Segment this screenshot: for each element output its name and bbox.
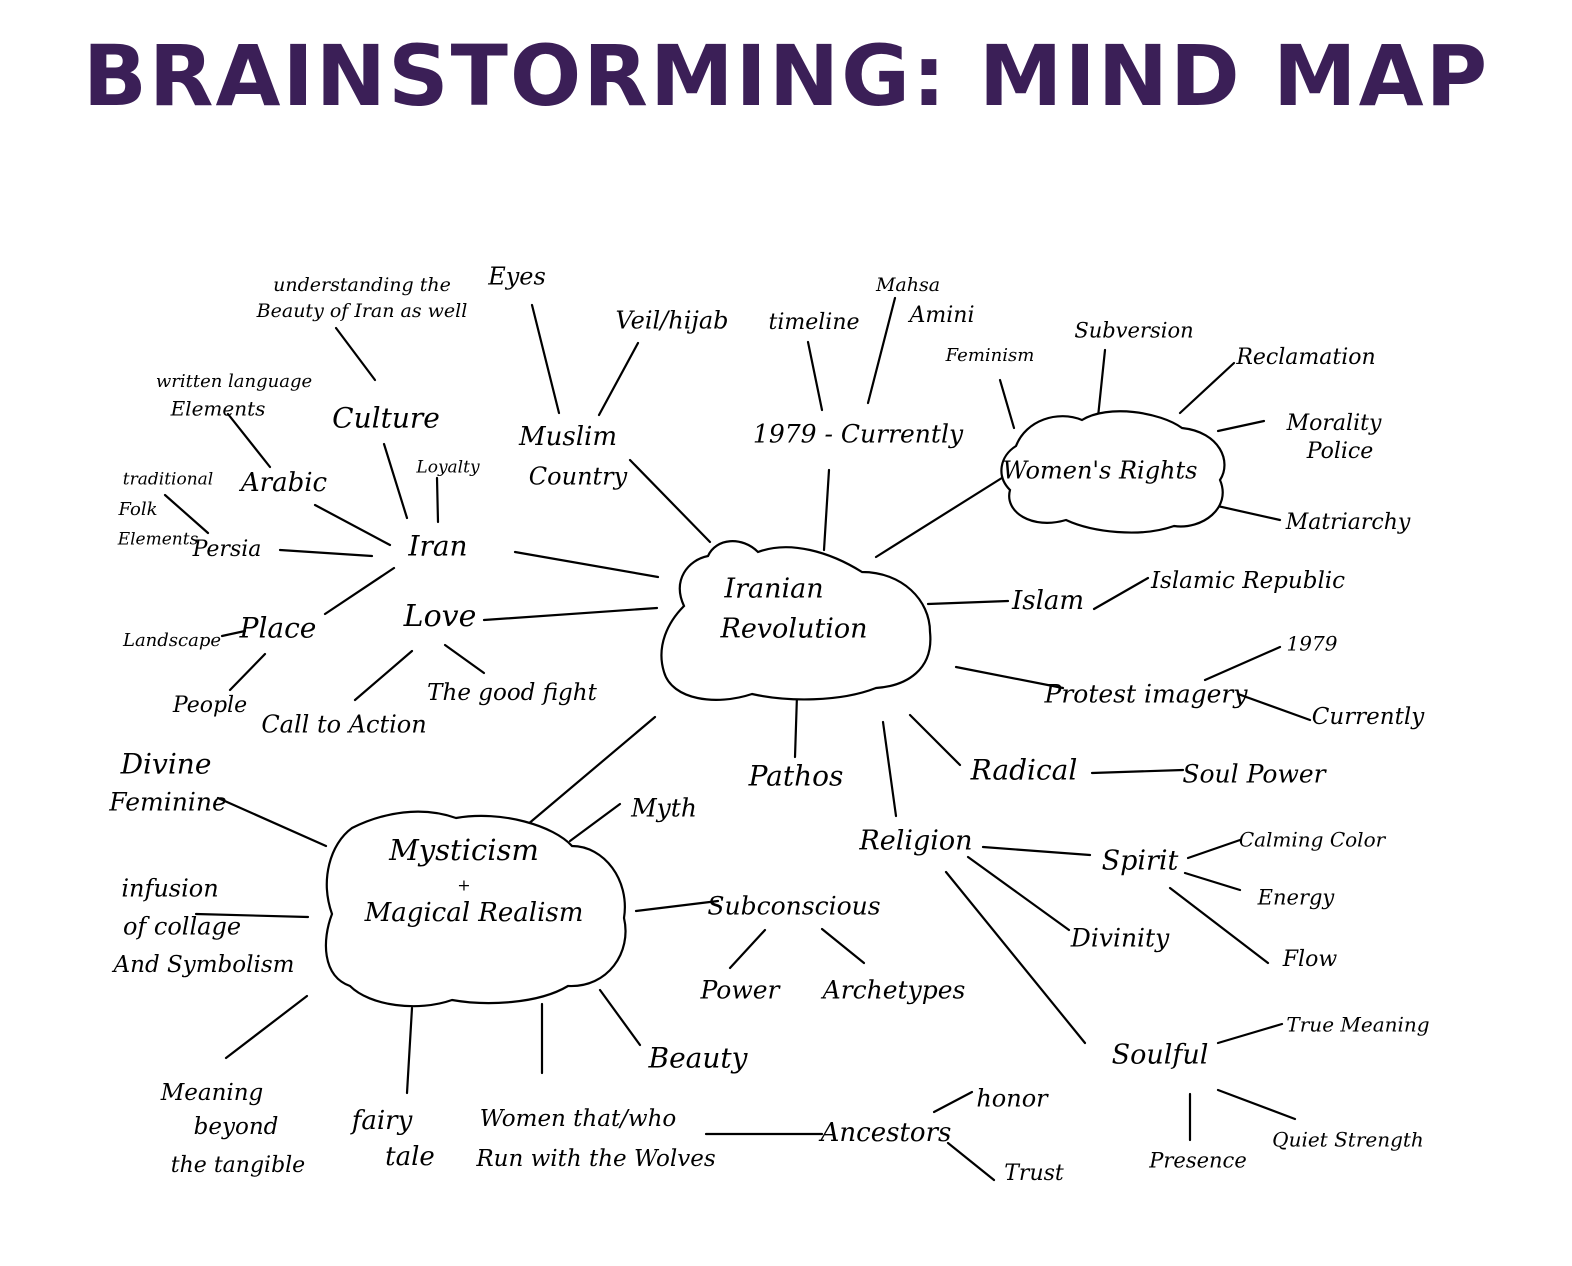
node-place: Place [239, 612, 317, 645]
node-understanding-line1: understanding the [273, 274, 451, 296]
node-trust: Trust [1004, 1161, 1064, 1186]
node-islam: Islam [1011, 586, 1084, 616]
node-womens-rights: Women's Rights [1003, 457, 1198, 485]
node-call-to-action: Call to Action [261, 711, 426, 739]
node-labels: understanding the Beauty of Iran as well… [108, 263, 1429, 1187]
node-protest-imagery: Protest imagery [1044, 680, 1249, 709]
node-meaning-beyond-line3: the tangible [171, 1153, 305, 1178]
node-love: Love [403, 599, 477, 634]
node-good-fight: The good fight [427, 680, 597, 706]
womens-rights-cloud [1000, 410, 1226, 534]
mysticism-cloud [324, 810, 627, 1008]
node-period: 1979 - Currently [753, 420, 964, 449]
node-infusion-line1: infusion [121, 875, 218, 903]
node-traditional-folk-line1: traditional [123, 470, 213, 490]
node-muslim-country-line1: Muslim [518, 422, 617, 452]
node-divine-feminine-line2: Feminine [108, 788, 226, 817]
node-landscape: Landscape [122, 630, 221, 651]
node-currently: Currently [1312, 704, 1425, 730]
node-mahsa-amini-line2: Amini [908, 303, 975, 328]
node-islamic-republic: Islamic Republic [1150, 568, 1345, 594]
node-pathos: Pathos [748, 760, 844, 793]
node-divine-feminine-line1: Divine [120, 748, 212, 781]
node-morality-police-line2: Police [1306, 439, 1374, 464]
node-arabic: Arabic [239, 468, 328, 498]
node-revolution-line2: Revolution [720, 614, 868, 645]
node-presence: Presence [1148, 1149, 1247, 1173]
node-mysticism-line1: Mysticism [388, 833, 539, 867]
node-radical: Radical [970, 754, 1078, 787]
node-quiet-strength: Quiet Strength [1272, 1128, 1424, 1152]
node-mysticism-line2: + [457, 876, 470, 895]
connectors [163, 296, 1312, 1182]
node-morality-police-line1: Morality [1286, 411, 1382, 436]
node-feminism: Feminism [945, 345, 1035, 366]
node-meaning-beyond-line2: beyond [194, 1114, 279, 1140]
node-reclamation: Reclamation [1235, 345, 1375, 370]
node-infusion-line3: And Symbolism [112, 952, 295, 978]
node-energy: Energy [1257, 886, 1336, 910]
node-calming-color: Calming Color [1239, 828, 1387, 852]
node-timeline: timeline [768, 310, 859, 335]
node-infusion-line2: of collage [123, 913, 241, 941]
node-myth: Myth [630, 794, 697, 823]
node-religion: Religion [858, 826, 972, 857]
node-iran: Iran [407, 530, 467, 563]
node-subconscious: Subconscious [707, 892, 880, 921]
node-mysticism-line3: Magical Realism [364, 898, 584, 928]
node-eyes: Eyes [487, 263, 546, 291]
node-fairy-tale-line2: tale [385, 1142, 435, 1172]
node-women-wolves-line1: Women that/who [480, 1106, 677, 1132]
node-revolution-line1: Iranian [723, 574, 823, 605]
node-soulful: Soulful [1112, 1040, 1209, 1071]
node-veil-hijab: Veil/hijab [615, 307, 728, 335]
node-meaning-beyond-line1: Meaning [160, 1080, 264, 1106]
node-divinity: Divinity [1070, 924, 1170, 953]
page-title: BRAINSTORMING: MIND MAP [82, 27, 1490, 125]
node-traditional-folk-line2: Folk [117, 499, 157, 520]
node-written-language-line1: written language [156, 371, 312, 392]
node-archetypes: Archetypes [821, 976, 966, 1005]
node-muslim-country-line2: Country [529, 463, 628, 491]
node-honor: honor [976, 1085, 1049, 1113]
node-power: Power [699, 976, 781, 1005]
node-fairy-tale-line1: fairy [350, 1106, 413, 1136]
node-written-language-line2: Elements [170, 397, 266, 421]
node-matriarchy: Matriarchy [1285, 510, 1411, 535]
node-subversion: Subversion [1074, 319, 1193, 343]
node-loyalty: Loyalty [415, 458, 480, 478]
node-flow: Flow [1282, 947, 1338, 972]
node-beauty: Beauty [648, 1042, 749, 1075]
node-ancestors: Ancestors [819, 1118, 952, 1148]
revolution-cloud [660, 540, 932, 701]
node-true-meaning: True Meaning [1286, 1013, 1429, 1037]
node-people: People [172, 693, 247, 718]
node-1979: 1979 [1287, 632, 1338, 656]
node-women-wolves-line2: Run with the Wolves [475, 1146, 716, 1172]
node-mahsa-amini-line1: Mahsa [875, 274, 940, 296]
node-culture: Culture [332, 402, 440, 435]
node-soul-power: Soul Power [1182, 760, 1327, 789]
node-understanding-line2: Beauty of Iran as well [256, 300, 468, 322]
node-spirit: Spirit [1102, 846, 1179, 877]
node-traditional-folk-line3: Elements [117, 530, 199, 550]
node-persia: Persia [192, 537, 262, 562]
